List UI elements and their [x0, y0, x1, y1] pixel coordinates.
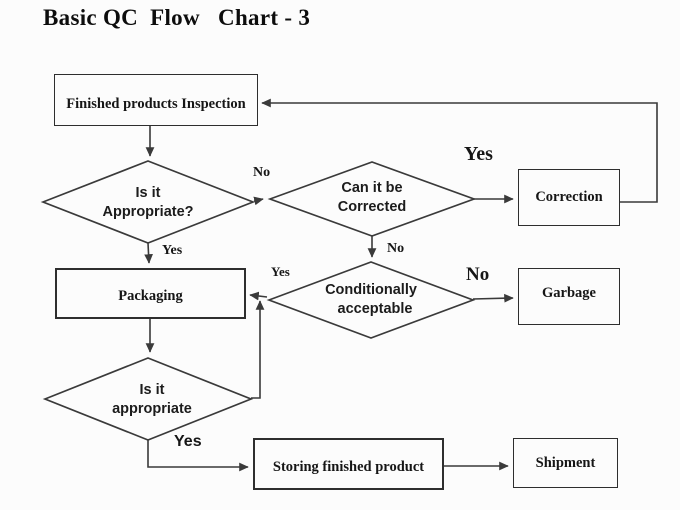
node-label: Correction	[535, 189, 603, 205]
decision-line: Conditionally	[325, 282, 417, 298]
decision-appropriate1-text: Is it Appropriate?	[78, 184, 218, 222]
node-label: Storing finished product	[272, 459, 425, 475]
page-title: Basic QC Flow Chart - 3	[43, 5, 311, 30]
edge-appropriate1-yes-to-packaging	[144, 242, 153, 264]
node-label: Shipment	[535, 454, 596, 471]
node-garbage: Garbage	[518, 268, 620, 325]
node-finished-products-inspection: Finished products Inspection	[54, 74, 258, 126]
node-label: Finished products Inspection	[66, 96, 246, 112]
decision-line: Can it be	[341, 180, 403, 196]
decision-appropriate2-text: Is it appropriate	[82, 381, 222, 419]
node-label: Packaging	[118, 287, 183, 304]
node-label: Garbage	[542, 285, 596, 301]
edge-label-conditionally-no: No	[466, 264, 490, 285]
decision-conditionally-diamond	[266, 261, 476, 339]
decision-line: Corrected	[337, 199, 407, 215]
node-correction: Correction	[518, 169, 620, 226]
edge-label-conditionally-yes: Yes	[271, 264, 290, 279]
decision-appropriate1-diamond	[40, 160, 256, 244]
edge-label-can-correct-no: No	[387, 241, 405, 256]
edge-conditionally-no-to-garbage	[472, 293, 514, 303]
edge-appropriate2-loop-up	[251, 300, 265, 399]
edge-label-appropriate1-no: No	[253, 165, 271, 180]
node-packaging: Packaging	[55, 268, 246, 319]
decision-line: Is it	[135, 185, 161, 201]
decision-can-be-corrected-text: Can it be Corrected	[302, 179, 442, 217]
edge-label-appropriate2-yes: Yes	[174, 433, 202, 450]
decision-line: Appropriate?	[102, 204, 194, 220]
edge-correction-loop-to-inspection	[261, 98, 658, 203]
decision-conditionally-text: Conditionally acceptable	[301, 281, 441, 319]
edge-appropriate1-no-to-corrected	[253, 196, 264, 206]
decision-can-be-corrected-diamond	[267, 161, 477, 237]
node-shipment: Shipment	[513, 438, 618, 488]
decision-line: acceptable	[337, 301, 413, 317]
edge-appropriate2-yes-to-storing	[147, 440, 249, 472]
edge-conditionally-yes-to-packaging	[249, 291, 268, 301]
node-storing-finished-product: Storing finished product	[253, 438, 444, 490]
decision-line: Is it	[139, 382, 165, 398]
edge-label-can-correct-yes: Yes	[464, 143, 493, 165]
decision-line: appropriate	[112, 401, 192, 417]
edge-label-appropriate1-yes: Yes	[162, 243, 183, 258]
decision-appropriate2-diamond	[42, 357, 254, 441]
